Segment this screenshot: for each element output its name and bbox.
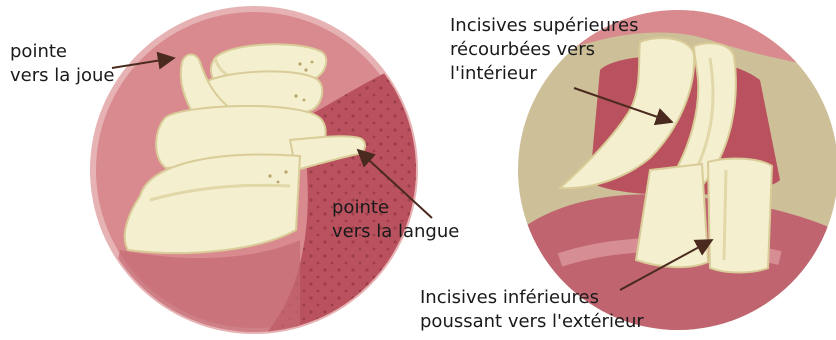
label-line: Incisives supérieures bbox=[450, 14, 638, 38]
label-cheek-tip: pointe vers la joue bbox=[10, 40, 114, 88]
label-line: l'intérieur bbox=[450, 62, 638, 86]
left-illustration bbox=[90, 6, 430, 340]
label-line: poussant vers l'extérieur bbox=[420, 310, 644, 334]
label-line: vers la langue bbox=[332, 220, 459, 244]
label-line: pointe bbox=[10, 40, 114, 64]
label-line: Incisives inférieures bbox=[420, 286, 644, 310]
label-line: vers la joue bbox=[10, 64, 114, 88]
label-tongue-tip: pointe vers la langue bbox=[332, 196, 459, 244]
lower-incisor-2 bbox=[708, 159, 772, 273]
label-line: récourbées vers bbox=[450, 38, 638, 62]
label-upper-incisors: Incisives supérieures récourbées vers l'… bbox=[450, 14, 638, 86]
label-lower-incisors: Incisives inférieures poussant vers l'ex… bbox=[420, 286, 644, 334]
label-line: pointe bbox=[332, 196, 459, 220]
